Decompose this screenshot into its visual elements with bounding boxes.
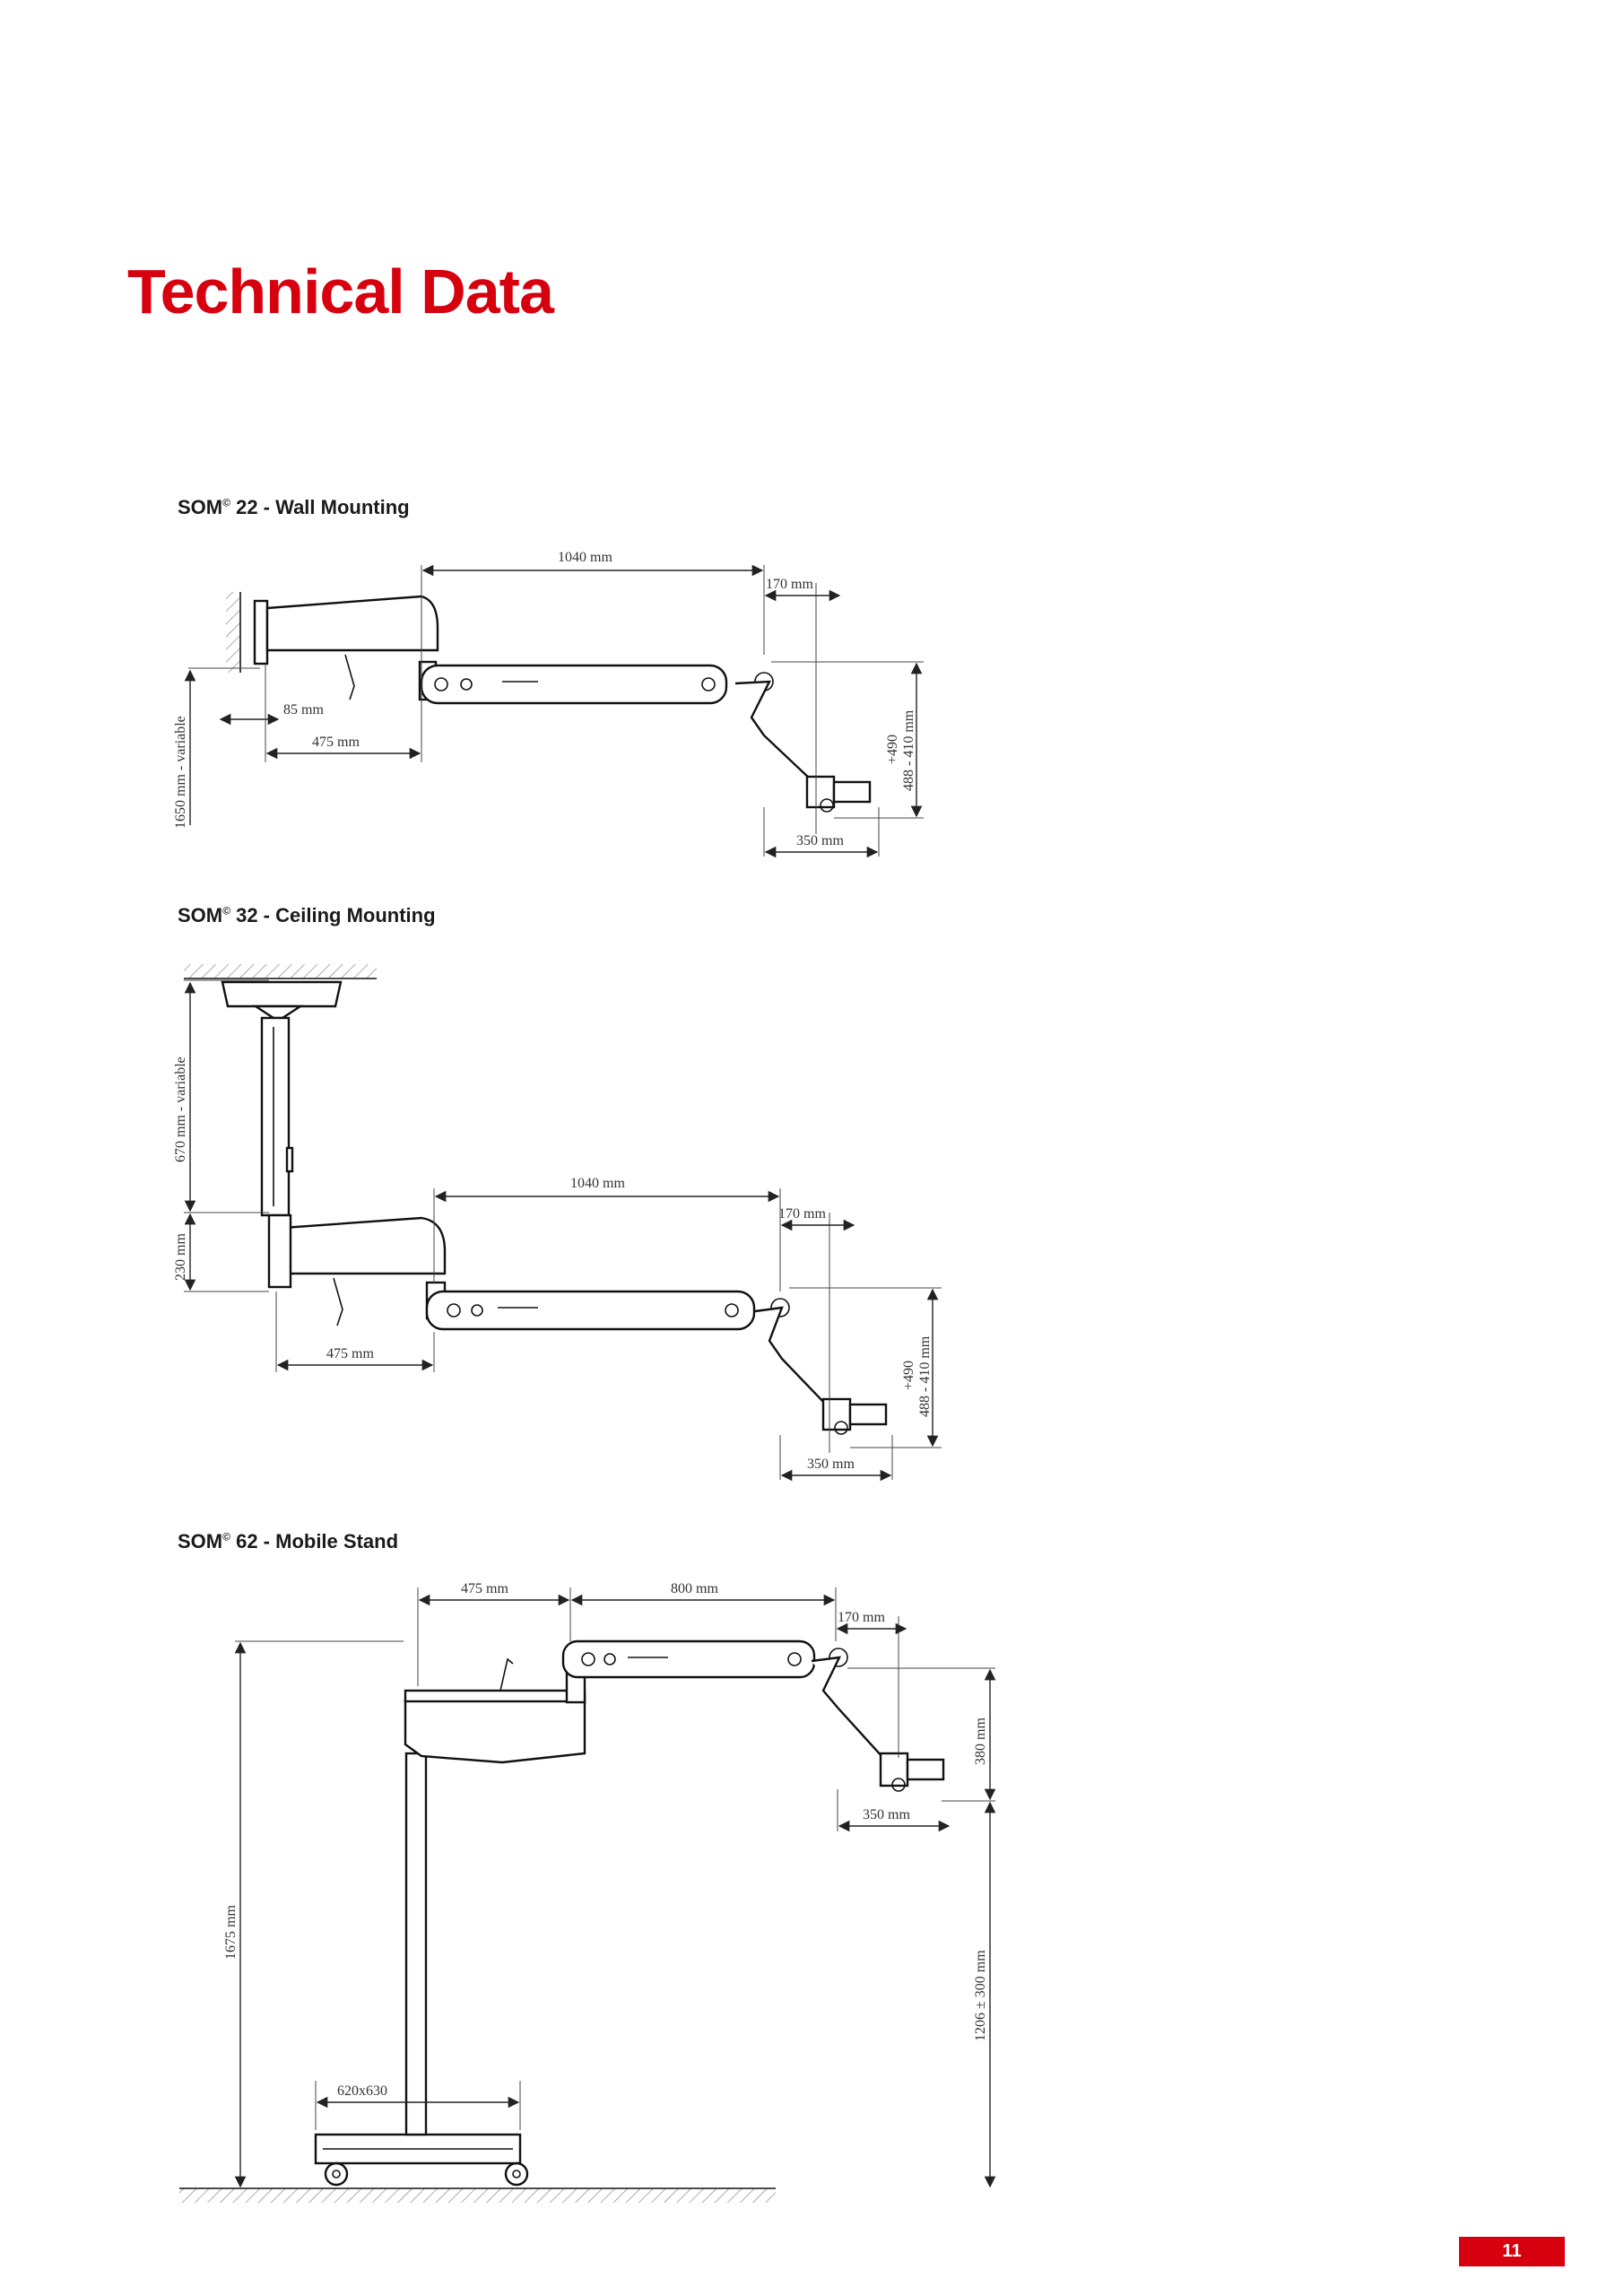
- page-number: 11: [1459, 2237, 1565, 2266]
- dim-wall-offset: 170 mm: [766, 577, 813, 592]
- dim-ceiling-range: 488 - 410 mm: [917, 1335, 933, 1417]
- dim-mobile-head-height: 380 mm: [973, 1718, 988, 1765]
- dim-mobile-footprint: 620x630: [337, 2083, 387, 2099]
- dim-wall-height: 1650 mm - variable: [173, 716, 188, 829]
- dim-ceiling-arm: 1040 mm: [570, 1176, 625, 1191]
- dim-ceiling-head: 350 mm: [807, 1457, 855, 1472]
- dim-mobile-head: 350 mm: [863, 1807, 910, 1822]
- dim-wall-arm: 1040 mm: [558, 550, 612, 565]
- dim-ceiling-offset: 170 mm: [778, 1206, 826, 1222]
- dim-mobile-base: 475 mm: [461, 1581, 508, 1596]
- dim-mobile-working-height: 1206 ± 300 mm: [973, 1950, 988, 2041]
- dim-wall-head: 350 mm: [796, 833, 844, 848]
- dim-mobile-offset: 170 mm: [838, 1610, 885, 1625]
- dim-ceiling-column: 670 mm - variable: [173, 1057, 188, 1162]
- dim-wall-base: 475 mm: [312, 735, 360, 750]
- page-title: Technical Data: [127, 257, 554, 326]
- section-title-ceiling-mounting: SOM© 32 - Ceiling Mounting: [178, 904, 436, 926]
- dim-wall-travel: +490: [885, 735, 900, 764]
- dim-mobile-arm: 800 mm: [671, 1581, 718, 1596]
- dim-ceiling-body: 230 mm: [173, 1233, 188, 1281]
- dim-ceiling-base: 475 mm: [326, 1346, 374, 1361]
- drawing-ceiling-mounting: 670 mm - variable 230 mm 1040 mm 170 mm …: [173, 964, 942, 1482]
- dim-ceiling-travel: +490: [901, 1361, 916, 1390]
- section-title-wall-mounting: SOM© 22 - Wall Mounting: [178, 496, 410, 518]
- dim-wall-range: 488 - 410 mm: [901, 709, 916, 791]
- drawing-wall-mounting: 1040 mm 170 mm 85 mm 475 mm 1650 mm - va…: [173, 550, 924, 858]
- drawing-mobile-stand: 475 mm 800 mm 170 mm 1675 mm 380 mm 350 …: [179, 1581, 996, 2203]
- dim-mobile-total-height: 1675 mm: [223, 1905, 239, 1960]
- dim-wall-gap: 85 mm: [283, 702, 324, 718]
- section-title-mobile-stand: SOM© 62 - Mobile Stand: [178, 1530, 399, 1552]
